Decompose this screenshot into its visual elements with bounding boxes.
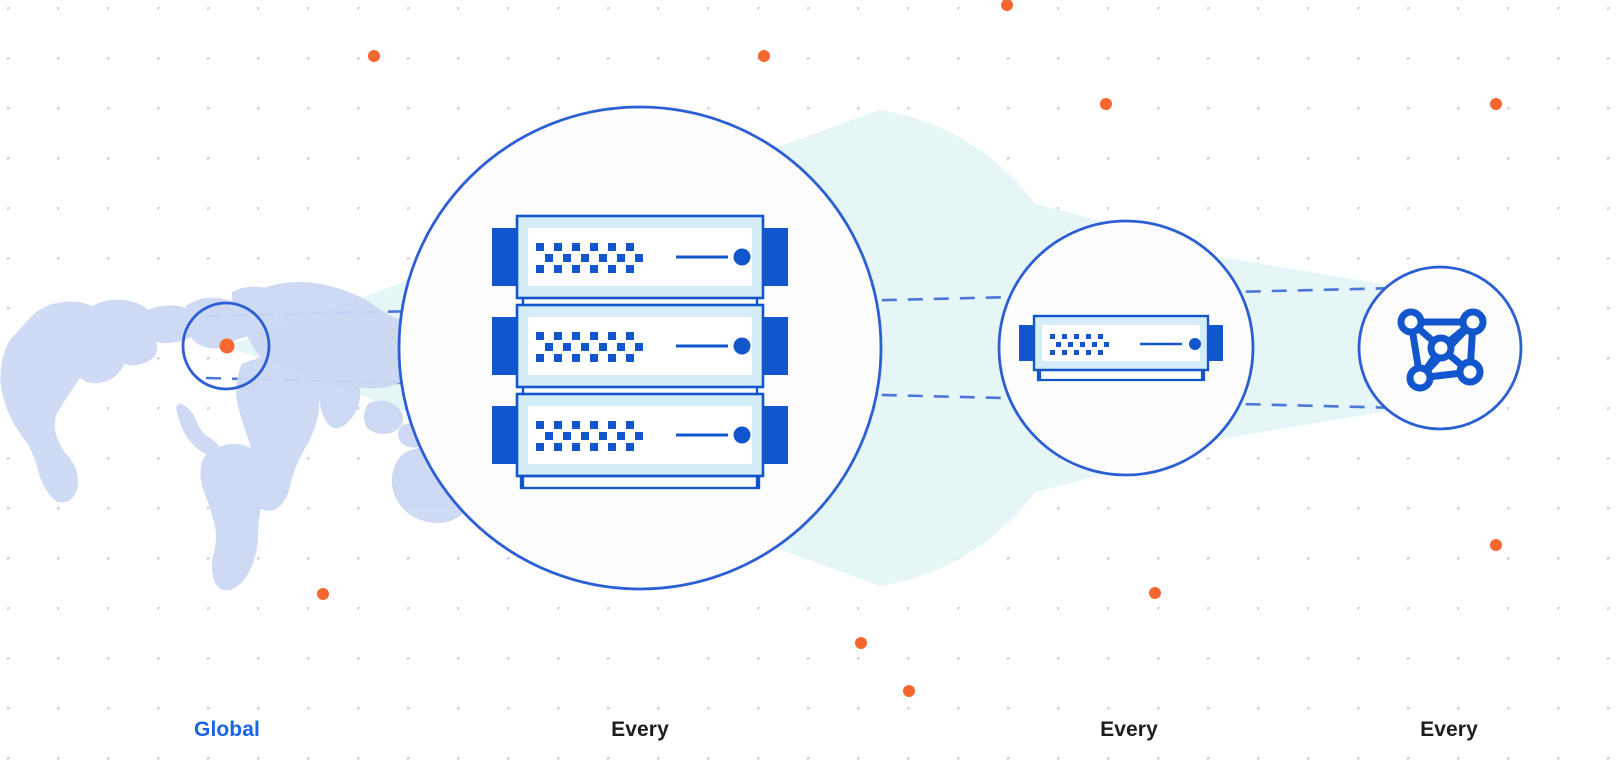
server-base-plate	[1036, 368, 1206, 382]
accent-dot	[855, 637, 867, 649]
led-matrix	[536, 421, 643, 451]
accent-dot	[1001, 0, 1013, 11]
status-led	[733, 337, 751, 355]
map-location-marker	[219, 338, 235, 354]
accent-dot	[1490, 539, 1502, 551]
map-highlight-circle	[181, 301, 271, 391]
single-server-body	[1019, 314, 1223, 382]
rack-unit	[492, 303, 788, 389]
accent-dot	[1490, 98, 1502, 110]
accent-dot	[368, 50, 380, 62]
status-led	[733, 426, 751, 444]
accent-dot-group	[317, 0, 1502, 697]
accent-dot	[903, 685, 915, 697]
network-nodes	[1397, 308, 1487, 392]
rack-base-plate	[519, 474, 761, 490]
accent-dot	[1100, 98, 1112, 110]
accent-dot	[1149, 587, 1161, 599]
map-landmasses	[0, 282, 535, 591]
status-led	[1189, 338, 1201, 350]
accent-dot	[317, 588, 329, 600]
accent-dot	[758, 50, 770, 62]
led-matrix	[1050, 334, 1109, 355]
rack-units	[492, 214, 788, 490]
led-matrix	[536, 243, 643, 273]
rack-unit	[492, 392, 788, 478]
status-led	[733, 248, 751, 266]
led-matrix	[536, 332, 643, 362]
rack-unit	[492, 214, 788, 300]
